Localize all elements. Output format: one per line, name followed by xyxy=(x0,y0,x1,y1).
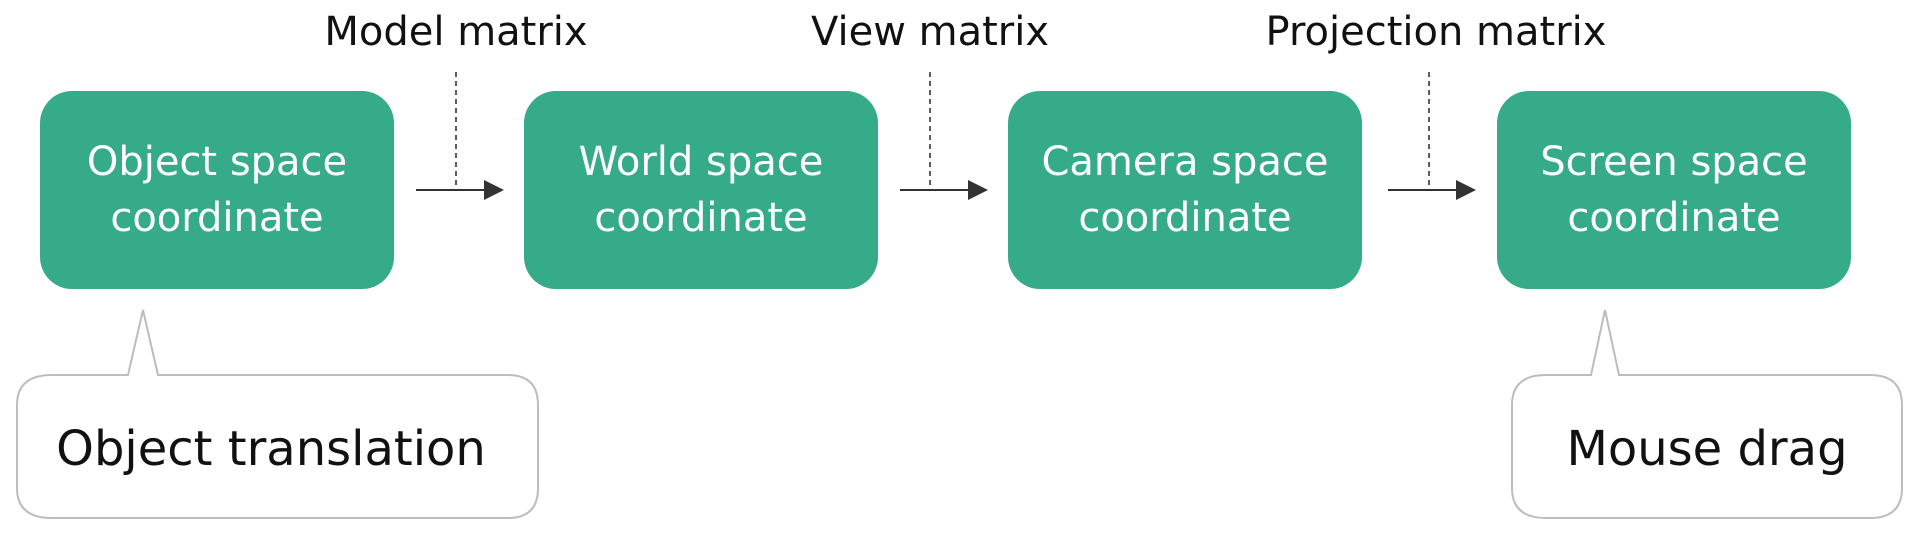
node-label-line-1: Screen space xyxy=(1540,139,1808,185)
callout-bubble xyxy=(1511,309,1903,519)
callout-label: Object translation xyxy=(56,421,486,477)
node-label-line-1: World space xyxy=(579,139,824,185)
callout-bubble xyxy=(16,309,539,519)
node-screen-space: Screen space coordinate xyxy=(1497,91,1851,289)
arrow-head-icon xyxy=(1456,180,1476,200)
node-camera-space: Camera space coordinate xyxy=(1008,91,1362,289)
callout-label: Mouse drag xyxy=(1566,421,1847,477)
node-world-space: World space coordinate xyxy=(524,91,878,289)
node-label-line-2: coordinate xyxy=(1078,195,1291,241)
transform-label: Model matrix xyxy=(324,9,587,55)
node-label-line-2: coordinate xyxy=(110,195,323,241)
transform-label: View matrix xyxy=(811,9,1049,55)
arrow-head-icon xyxy=(484,180,504,200)
node-box xyxy=(524,91,878,289)
transform-model-matrix: Model matrix xyxy=(324,9,588,200)
node-label-line-2: coordinate xyxy=(594,195,807,241)
transform-view-matrix: View matrix xyxy=(811,9,1049,200)
node-label-line-1: Camera space xyxy=(1041,139,1328,185)
node-object-space: Object space coordinate xyxy=(40,91,394,289)
node-label-line-1: Object space xyxy=(87,139,347,185)
transform-projection-matrix: Projection matrix xyxy=(1266,9,1607,200)
node-box xyxy=(40,91,394,289)
callout-mouse-drag: Mouse drag xyxy=(1511,309,1903,519)
node-box xyxy=(1008,91,1362,289)
transform-label: Projection matrix xyxy=(1266,9,1607,55)
arrow-head-icon xyxy=(968,180,988,200)
callout-object-translation: Object translation xyxy=(16,309,539,519)
node-label-line-2: coordinate xyxy=(1567,195,1780,241)
node-box xyxy=(1497,91,1851,289)
